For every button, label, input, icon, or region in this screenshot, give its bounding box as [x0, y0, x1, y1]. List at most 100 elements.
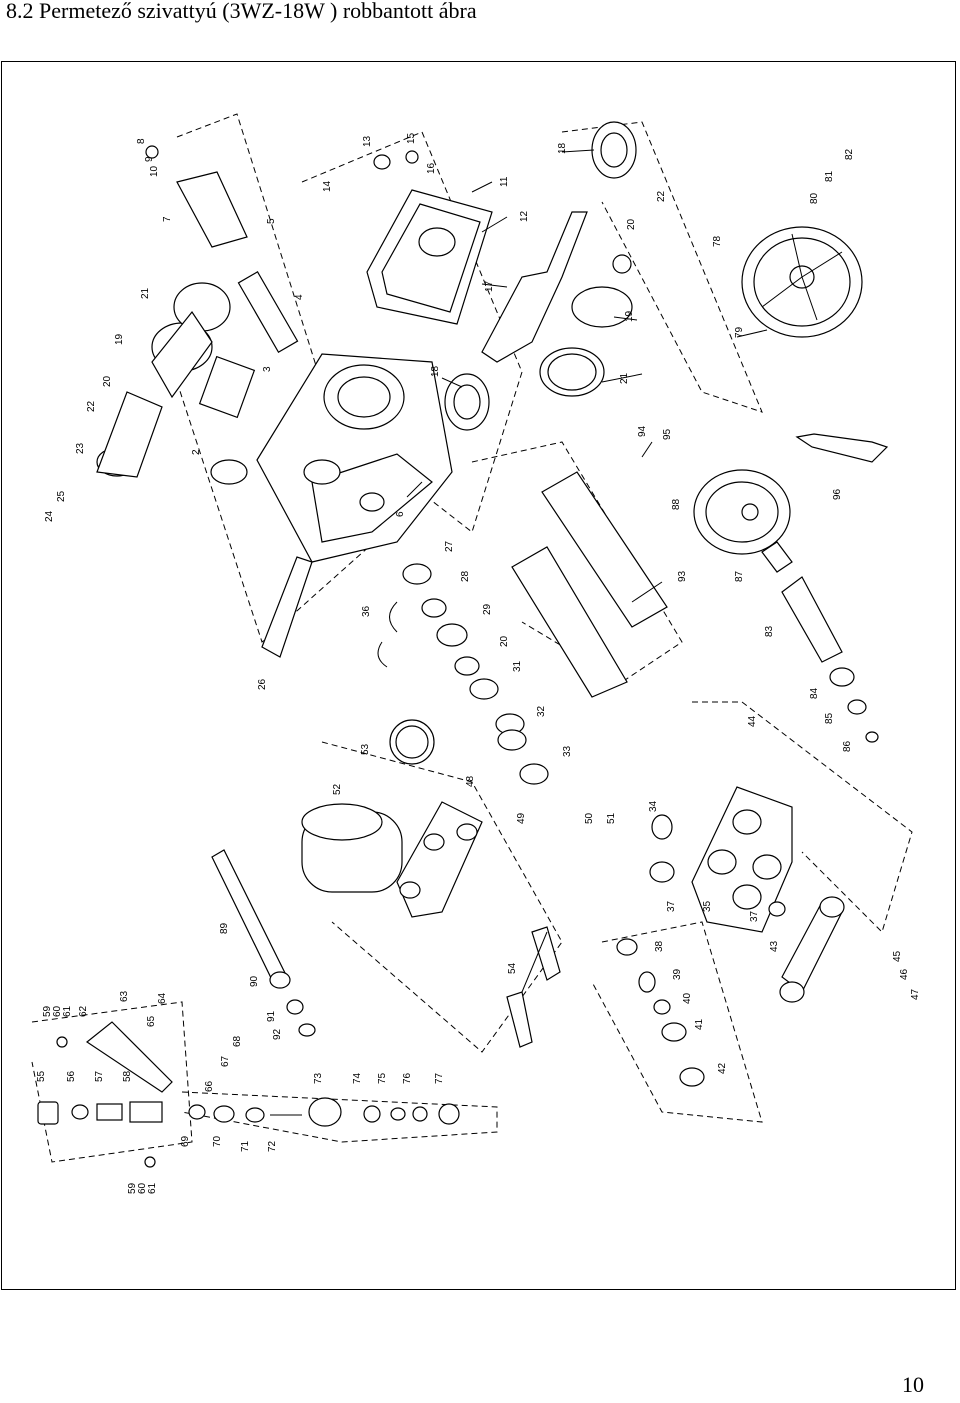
part-label: 84: [809, 687, 820, 699]
seal-stack: [377, 563, 549, 785]
part-label: 67: [220, 1055, 231, 1067]
part-label: 16: [426, 162, 437, 174]
page-number: 10: [902, 1372, 924, 1397]
part-label: 59: [42, 1005, 53, 1017]
part-label: 83: [764, 625, 775, 637]
part-label: 66: [204, 1080, 215, 1092]
part-label: 45: [892, 950, 903, 962]
part-label: 87: [734, 570, 745, 582]
part-label: 75: [377, 1072, 388, 1084]
part-label: 82: [844, 148, 855, 160]
part-label: 21: [140, 287, 151, 299]
part-label: 63: [119, 990, 130, 1002]
part-label: 71: [240, 1140, 251, 1152]
group-outlines: [31, 113, 913, 1163]
part-label: 23: [75, 442, 86, 454]
part-label: 27: [444, 540, 455, 552]
part-label: 33: [562, 745, 573, 757]
part-label: 61: [147, 1182, 158, 1194]
part-label: 37: [749, 910, 760, 922]
part-label: 11: [499, 176, 510, 187]
part-label: 22: [86, 400, 97, 412]
part-label: 12: [519, 210, 530, 222]
part-label: 36: [361, 605, 372, 617]
handles: [211, 849, 561, 1048]
part-label: 15: [406, 132, 417, 144]
part-label: 18: [557, 142, 568, 154]
exploded-diagram: 8910754322119202223252413151614111217182…: [31, 113, 921, 1194]
crankcase-cover: [366, 150, 493, 325]
piston-group: [96, 145, 299, 478]
part-label: 32: [536, 705, 547, 717]
part-label: 58: [122, 1070, 133, 1082]
part-label: 85: [824, 712, 835, 724]
part-label: 70: [212, 1135, 223, 1147]
part-label: 81: [824, 170, 835, 182]
part-label: 41: [694, 1018, 705, 1030]
part-label: 19: [114, 333, 125, 345]
part-label: 10: [149, 165, 160, 177]
part-label: 7: [162, 216, 173, 222]
part-label: 25: [56, 490, 67, 502]
page-title: 8.2 Permetező szivattyú (3WZ-18W ) robba…: [6, 0, 477, 23]
part-label: 22: [656, 190, 667, 202]
part-label: 74: [352, 1072, 363, 1084]
part-label: 20: [626, 218, 637, 230]
valve-manifold: [649, 786, 845, 1003]
part-label: 60: [137, 1182, 148, 1194]
part-label: 57: [94, 1070, 105, 1082]
part-label: 20: [102, 375, 113, 387]
part-label: 88: [671, 498, 682, 510]
gauge-and-chamber: [301, 719, 483, 918]
part-label: 60: [52, 1005, 63, 1017]
part-label: 4: [294, 294, 305, 300]
part-label: 21: [619, 372, 630, 384]
part-label: 47: [910, 988, 921, 1000]
part-label: 40: [682, 992, 693, 1004]
part-label: 48: [465, 775, 476, 787]
part-label: 65: [146, 1015, 157, 1027]
part-label: 19: [624, 310, 635, 322]
pulley: [736, 226, 863, 338]
part-label: 49: [516, 812, 527, 824]
part-label: 29: [482, 603, 493, 615]
part-label: 55: [36, 1070, 47, 1082]
part-label: 34: [648, 800, 659, 812]
part-label: 92: [272, 1028, 283, 1040]
part-label: 24: [44, 510, 55, 522]
leader-lines: [406, 149, 663, 603]
part-label: 13: [362, 135, 373, 147]
part-label: 78: [712, 235, 723, 247]
part-label: 26: [257, 678, 268, 690]
part-label: 46: [899, 968, 910, 980]
part-label: 79: [734, 326, 745, 338]
part-label: 96: [832, 488, 843, 500]
part-label: 64: [157, 992, 168, 1004]
part-label: 72: [267, 1140, 278, 1152]
part-label: 17: [484, 280, 495, 292]
part-label: 35: [702, 900, 713, 912]
regulator-assembly: [37, 1021, 460, 1168]
part-label: 28: [460, 570, 471, 582]
part-label: 50: [584, 812, 595, 824]
part-label: 86: [842, 740, 853, 752]
part-label: 31: [512, 660, 523, 672]
part-label: 44: [747, 715, 758, 727]
part-label: 56: [66, 1070, 77, 1082]
crankshaft: [444, 121, 637, 431]
part-label: 14: [322, 180, 333, 192]
part-label: 52: [332, 783, 343, 795]
part-label: 9: [144, 156, 155, 162]
part-label: 69: [180, 1135, 191, 1147]
part-label: 38: [654, 940, 665, 952]
part-label: 95: [662, 428, 673, 440]
part-label: 89: [219, 922, 230, 934]
pump-housing: [198, 353, 453, 563]
part-label: 43: [769, 940, 780, 952]
part-label: 73: [313, 1072, 324, 1084]
part-label: 59: [127, 1182, 138, 1194]
part-label: 93: [677, 570, 688, 582]
part-label: 54: [507, 962, 518, 974]
